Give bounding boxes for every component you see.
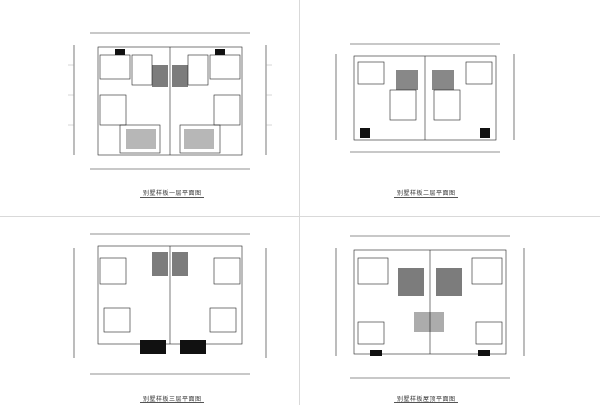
sheet-title-2: 别墅样板二层平面图 — [397, 190, 456, 197]
sheet-divider-vertical — [299, 0, 300, 405]
sheet-divider-horizontal — [0, 216, 600, 217]
floor-plan-drawing-4 — [335, 235, 525, 379]
sheet-title-underline-3 — [140, 402, 204, 403]
floor-plan-sheet-4 — [330, 232, 530, 382]
floor-plan-sheet-1 — [60, 25, 280, 175]
sheet-title-underline-1 — [140, 197, 204, 198]
floor-plan-drawing-2 — [335, 43, 515, 153]
sheet-title-underline-4 — [394, 402, 458, 403]
sheet-title-4: 别墅样板屋顶平面图 — [397, 396, 456, 403]
floor-plan-sheet-3 — [60, 228, 280, 378]
floor-plan-drawing-1 — [68, 32, 272, 170]
sheet-title-3: 别墅样板三层平面图 — [143, 396, 202, 403]
floor-plan-drawing-3 — [73, 233, 267, 375]
sheet-title-1: 别墅样板一层平面图 — [143, 190, 202, 197]
sheet-title-underline-2 — [394, 197, 458, 198]
floor-plan-sheet-2 — [330, 40, 520, 160]
